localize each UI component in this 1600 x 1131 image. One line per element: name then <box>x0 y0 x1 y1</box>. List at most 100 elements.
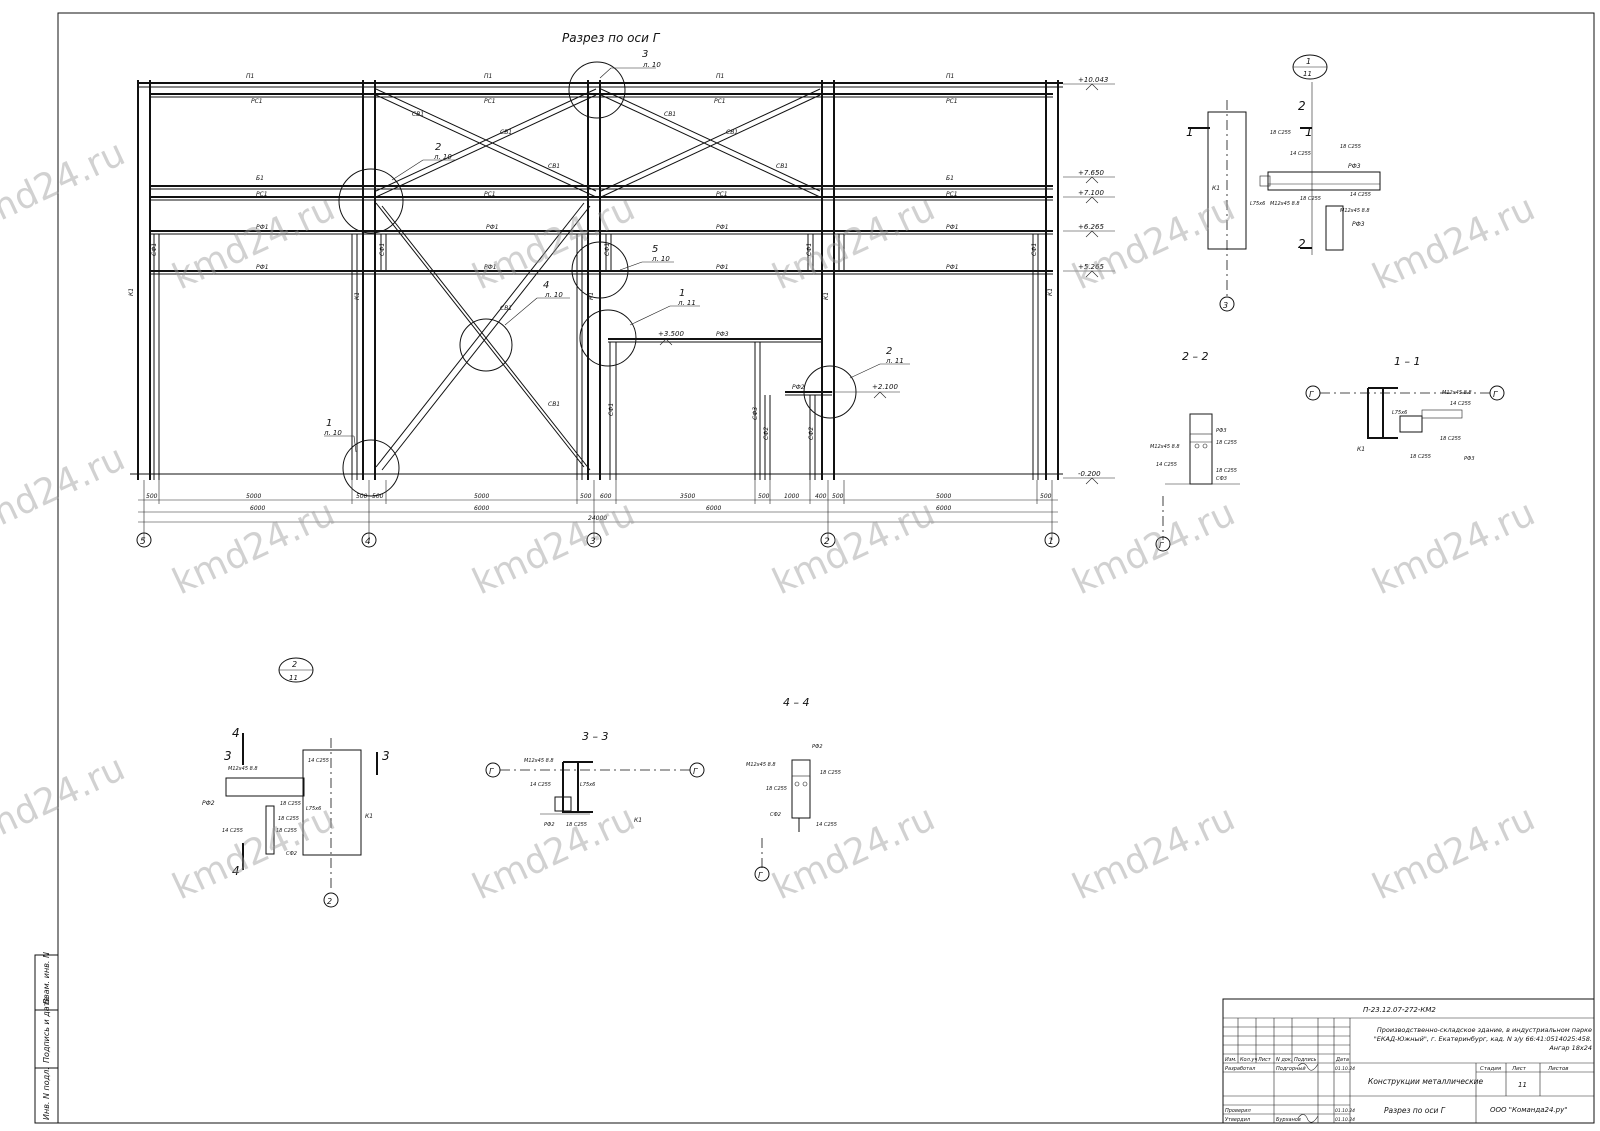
label-rf3: РФ3 <box>716 331 729 338</box>
n2-rf2: РФ2 <box>202 800 215 807</box>
section-3-3: 3 – 3 Г Г М12х45 8.8 14 С255 L75х6 РФ2 1… <box>485 730 705 828</box>
node2-cut4-t: 4 <box>232 726 240 740</box>
sec11-rf3: РФ3 <box>1464 456 1475 462</box>
n2-sf2: СФ2 <box>286 851 297 857</box>
n2-c18: 18 С255 <box>280 801 301 807</box>
sec33-bolt: М12х45 8.8 <box>524 758 554 764</box>
detail-node-1: 1 11 3 1 1 2 2 РФ3 РФ3 18 С255 14 С255 1… <box>1186 54 1381 312</box>
dim-500-d: 500 <box>580 493 592 500</box>
sec44-sf2: СФ2 <box>770 812 781 818</box>
label-sv1-5: СВ1 <box>726 129 738 136</box>
tb-role-dev: Разработал <box>1225 1066 1256 1072</box>
n1-k1: К1 <box>1212 185 1220 192</box>
watermark: kmd24.ru <box>766 493 941 604</box>
sec11-c18: 18 С255 <box>1440 436 1461 442</box>
callout-2-11-sheet: л. 11 <box>885 357 904 365</box>
label-k1-5: К1 <box>1047 288 1054 296</box>
dim-5000-b: 5000 <box>474 493 489 500</box>
side-stamp-replace: Взам. инв. N <box>42 952 51 1004</box>
label-rf1-b2: РФ1 <box>484 264 497 271</box>
dim-500-b: 500 <box>356 493 368 500</box>
tb-h-koluch: Кол.уч <box>1240 1057 1257 1063</box>
tb-sheet-title: Разрез по оси Г <box>1384 1106 1446 1115</box>
label-sf1-4: СФ1 <box>806 243 813 256</box>
label-sv1-4: СВ1 <box>664 111 676 118</box>
watermark: kmd24.ru <box>466 493 641 604</box>
watermark: kmd24.ru <box>1366 188 1541 299</box>
tb-sheet-label: Лист <box>1511 1066 1527 1072</box>
label-k1: К1 <box>128 288 135 296</box>
sec44-c18: 18 С255 <box>820 770 841 776</box>
sec44-rf2: РФ2 <box>812 744 823 750</box>
elev-7650: +7.650 <box>1078 169 1104 177</box>
sec33-c14: 14 С255 <box>530 782 551 788</box>
sec22-c14: 14 С255 <box>1156 462 1177 468</box>
sec33-axis-r: Г <box>693 767 698 776</box>
label-rs1-b2: РС1 <box>484 191 496 198</box>
dim-500-g: 500 <box>1040 493 1052 500</box>
callout-3-num: 3 <box>642 49 648 60</box>
section-1-1: 1 – 1 Г Г L75х6 М12х45 8.8 14 С255 18 С2… <box>1305 355 1505 462</box>
dim-500-e: 500 <box>758 493 770 500</box>
n1-c14-b: 14 С255 <box>1350 192 1371 198</box>
tb-section: Конструкции металлические <box>1368 1077 1484 1086</box>
dim-500-a: 500 <box>146 493 158 500</box>
watermark: kmd24.ru <box>1066 493 1241 604</box>
label-rs1: РС1 <box>251 98 263 105</box>
label-rs1-b: РС1 <box>256 191 268 198</box>
detail-node-2: 2 11 2 4 4 3 3 М12х45 8.8 14 С255 РФ2 18… <box>202 657 390 908</box>
n2-c18-c: 18 С255 <box>276 828 297 834</box>
dim-600: 600 <box>600 493 612 500</box>
node1-sheet: 11 <box>1303 70 1312 78</box>
n1-c14: 14 С255 <box>1290 151 1311 157</box>
signature-1 <box>1297 1063 1319 1071</box>
span-total: 24000 <box>588 515 607 522</box>
n1-rf3: РФ3 <box>1348 163 1361 170</box>
watermark: kmd24.ru <box>0 438 131 549</box>
sec22-c18-b: 18 С255 <box>1216 468 1237 474</box>
axis-2: 2 <box>824 537 830 547</box>
sec33-k1: К1 <box>634 817 642 824</box>
sec11-c14: 14 С255 <box>1450 401 1471 407</box>
tb-h-list: Лист <box>1257 1057 1272 1063</box>
label-sv1-2: СВ1 <box>500 129 512 136</box>
label-sv1-3: СВ1 <box>548 163 560 170</box>
sec22-sf3: СФ3 <box>1216 476 1227 482</box>
label-sv1-6: СВ1 <box>776 163 788 170</box>
label-rs1-4: РС1 <box>946 98 958 105</box>
label-rs1-2: РС1 <box>484 98 496 105</box>
node1-cut1-l: 1 <box>1186 125 1194 139</box>
tb-name-dev: Подгорный <box>1276 1066 1306 1072</box>
watermark: kmd24.ru <box>0 133 131 244</box>
sec33-axis-l: Г <box>489 767 494 776</box>
dim-500-f: 500 <box>832 493 844 500</box>
label-rs1-3: РС1 <box>714 98 726 105</box>
sec33-rf2: РФ2 <box>544 822 555 828</box>
elev-5265: +5.265 <box>1078 263 1104 271</box>
tb-stage-label: Стадия <box>1480 1066 1502 1072</box>
span-6000-2: 6000 <box>474 505 489 512</box>
main-section: Разрез по оси Г <box>128 31 1115 548</box>
n2-angle: L75х6 <box>306 806 321 812</box>
watermark: kmd24.ru <box>0 748 131 859</box>
label-sf3: СФ3 <box>752 407 759 420</box>
label-sf1-5: СФ1 <box>1031 243 1038 256</box>
label-sv1-7: СВ1 <box>500 305 512 312</box>
label-b1-2: Б1 <box>946 175 954 182</box>
watermark: kmd24.ru <box>1366 798 1541 909</box>
sec11-angle: L75х6 <box>1392 410 1407 416</box>
node2-num: 2 <box>292 660 297 669</box>
node2-sheet: 11 <box>289 674 298 682</box>
sec22-bolt: М12х45 8.8 <box>1150 444 1180 450</box>
tb-h-ndok: N док. <box>1276 1057 1292 1063</box>
tb-doc-code: П-23.12.07-272-КМ2 <box>1363 1006 1436 1014</box>
sec11-axis-r: Г <box>1493 390 1498 399</box>
sec22-title: 2 – 2 <box>1182 350 1209 363</box>
label-sf1-3: СФ1 <box>604 243 611 256</box>
dim-400: 400 <box>815 493 827 500</box>
tb-sheet-num: 11 <box>1518 1081 1527 1089</box>
sec44-c14: 14 С255 <box>816 822 837 828</box>
axis-4: 4 <box>365 537 371 547</box>
n2-k1: К1 <box>365 813 373 820</box>
label-rf1-2: РФ1 <box>486 224 499 231</box>
